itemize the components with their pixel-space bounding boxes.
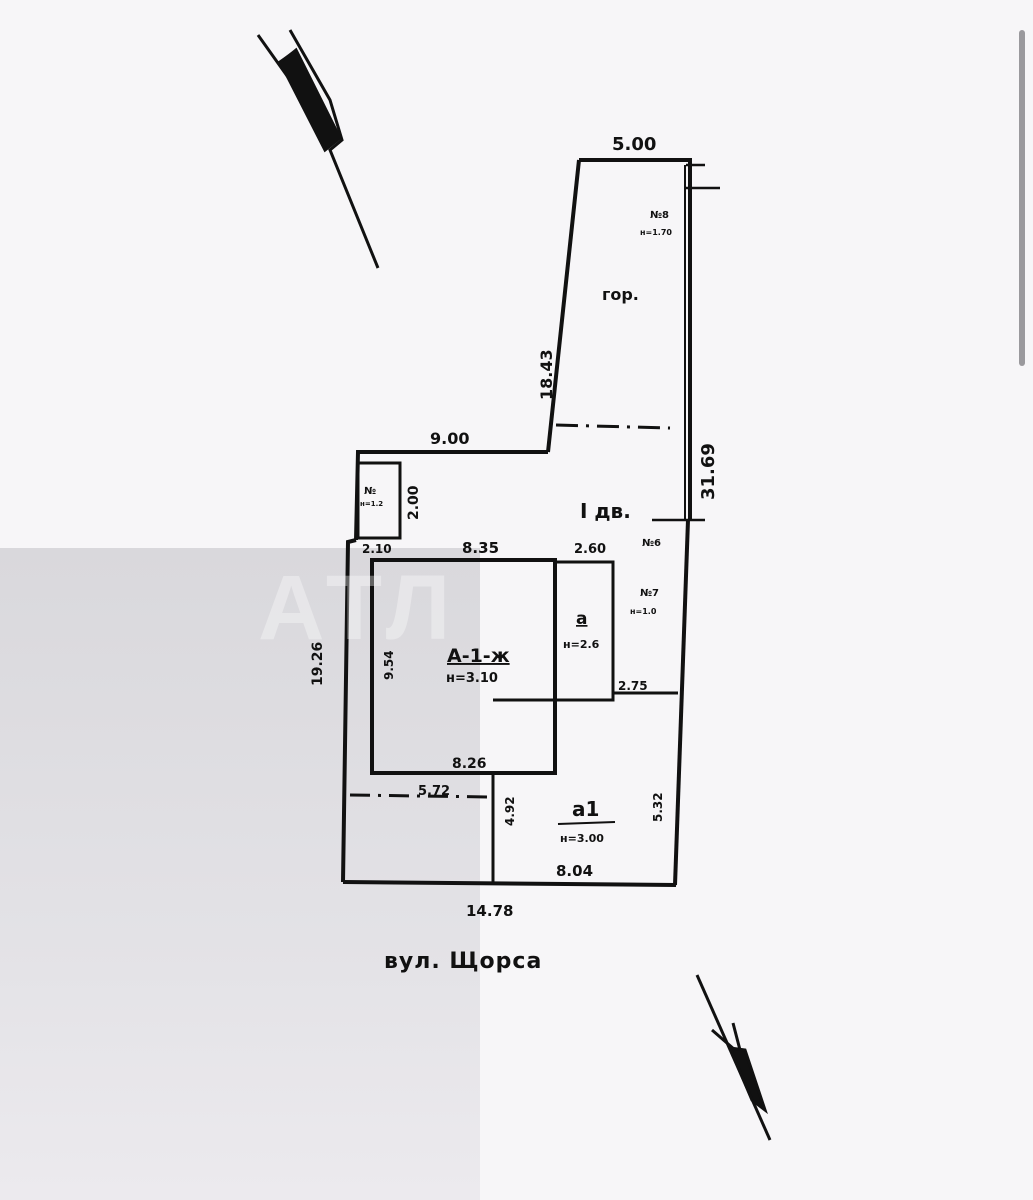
toilet-height: н=1.2	[360, 500, 383, 508]
scrollbar[interactable]	[1019, 30, 1025, 366]
tick-marks	[652, 163, 720, 522]
marker-6: №6	[642, 538, 661, 549]
main-house-height: н=3.10	[446, 671, 498, 686]
yard-label: I дв.	[580, 499, 631, 523]
watermark-text: АТЛ	[258, 557, 457, 659]
dim-inner-vertical: 4.92	[503, 796, 517, 826]
shed7-label: №7	[640, 588, 659, 599]
dim-top: 5.00	[612, 134, 656, 155]
annex-a1-label: а1	[572, 797, 599, 821]
plot-boundary	[341, 158, 692, 887]
dim-a1-bottom: 8.04	[556, 862, 593, 880]
dim-a1-right: 5.32	[651, 792, 665, 822]
street-label: вул. Щорса	[384, 949, 542, 974]
annex-a-label: а	[576, 609, 587, 629]
annex-a1-underline	[557, 821, 616, 825]
annex-a-outline	[553, 560, 615, 702]
dim-house-left: 9.54	[382, 650, 396, 680]
annex-a-height: н=2.6	[563, 638, 600, 651]
dim-yard-top: 9.00	[430, 429, 469, 448]
annex-a1-outline	[491, 698, 555, 882]
dim-dash-line: 5.72	[418, 784, 450, 799]
dim-bottom-total: 14.78	[466, 902, 513, 920]
dim-garage-left: 18.43	[537, 349, 556, 400]
shaded-scan-area	[0, 548, 480, 1200]
shed8-label: №8	[650, 210, 669, 221]
shed8-height: н=1.70	[640, 228, 672, 237]
shed7-height: н=1.0	[630, 607, 657, 616]
dim-shed7-bottom: 2.75	[618, 679, 648, 693]
south-arrow-icon	[695, 974, 772, 1141]
toilet-label: №	[364, 486, 376, 497]
north-arrow-icon	[256, 29, 380, 269]
dim-house-bottom: 8.26	[452, 756, 487, 772]
dim-left-side: 19.26	[310, 642, 326, 686]
dim-house-top: 8.35	[462, 539, 499, 557]
dim-right-side: 31.69	[698, 443, 719, 500]
garage-divider	[555, 423, 671, 430]
toilet-outline	[356, 461, 402, 540]
dim-small-left: 2.10	[362, 542, 392, 556]
dim-toilet-side: 2.00	[406, 485, 422, 520]
dim-annex-top: 2.60	[574, 542, 606, 557]
annex-a1-height: н=3.00	[560, 832, 604, 845]
garage-label: гор.	[602, 285, 639, 304]
main-house-label: А-1-ж	[447, 645, 510, 667]
